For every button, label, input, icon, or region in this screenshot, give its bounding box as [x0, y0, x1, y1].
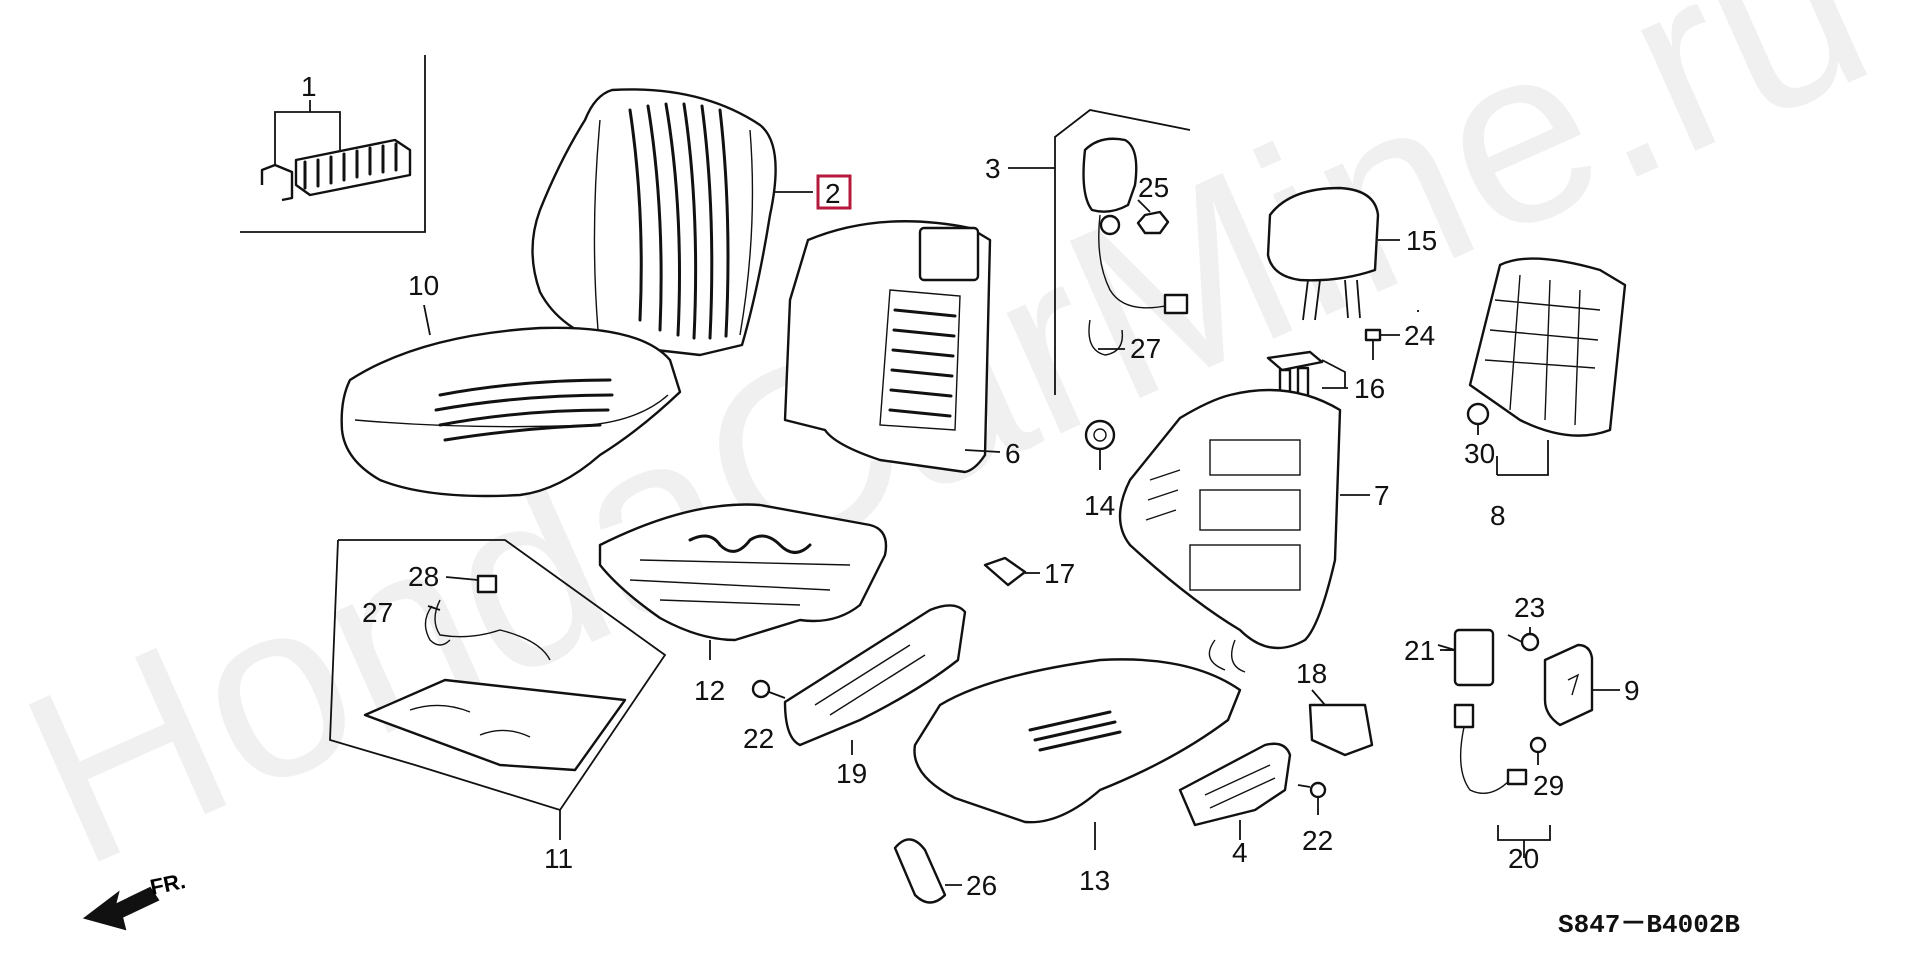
- callout-7: 7: [1374, 480, 1390, 511]
- part-7-back-pad: [1118, 388, 1370, 673]
- part-11-heater-mat: [329, 539, 667, 840]
- callout-23: 23: [1514, 592, 1545, 623]
- callout-19: 19: [836, 758, 867, 789]
- part-25-nut: [1136, 210, 1170, 235]
- part-18-bracket: [1308, 689, 1374, 757]
- part-14-knob: [1084, 419, 1116, 470]
- part-6-back-frame: [783, 220, 1001, 474]
- part-12-seat-frame: [598, 503, 888, 660]
- part-22-screw-b: [1297, 781, 1327, 815]
- callout-24: 24: [1404, 320, 1435, 351]
- part-28-connector: [476, 574, 498, 594]
- callout-29: 29: [1533, 770, 1564, 801]
- part-23-screw: [1507, 632, 1540, 652]
- callout-13: 13: [1079, 865, 1110, 896]
- part-17-clip: [983, 556, 1040, 587]
- part-19-recliner-cover: [783, 604, 967, 755]
- callout-9: 9: [1624, 675, 1640, 706]
- part-9-switch-cover: [1543, 643, 1620, 727]
- callout-27-b: 27: [1130, 333, 1161, 364]
- callout-8: 8: [1490, 500, 1506, 531]
- callout-2-highlight-box: [816, 174, 852, 210]
- callout-17: 17: [1044, 558, 1075, 589]
- callout-14: 14: [1084, 490, 1115, 521]
- part-4-recliner: [1178, 742, 1292, 840]
- callout-4: 4: [1232, 837, 1248, 868]
- part-30-clip: [1466, 402, 1490, 435]
- part-29-clip: [1529, 736, 1547, 754]
- callout-20: 20: [1508, 843, 1539, 874]
- callout-18: 18: [1296, 658, 1327, 689]
- leader-lines: [423, 191, 1456, 651]
- part-27-clip-a: [424, 605, 451, 646]
- part-13-cushion-pad: [913, 658, 1242, 850]
- callout-6: 6: [1005, 438, 1021, 469]
- callout-labels: 1 2 3 4 6 7 8 9 10 11 12 13 14 15 16 17 …: [301, 71, 1640, 901]
- part-16-headrest-guide: [1266, 350, 1348, 402]
- callout-25: 25: [1138, 172, 1169, 203]
- part-10-cushion-cover: [340, 326, 682, 498]
- callout-27-a: 27: [362, 597, 393, 628]
- callout-10: 10: [408, 270, 439, 301]
- callout-22-b: 22: [1302, 825, 1333, 856]
- part-1-clip-set: [240, 55, 426, 233]
- part-20-harness: [1453, 703, 1551, 858]
- callout-30: 30: [1464, 438, 1495, 469]
- callout-22-a: 22: [743, 723, 774, 754]
- callout-11: 11: [544, 843, 573, 874]
- callout-1: 1: [301, 71, 317, 102]
- diagram-code: S847－B4002B: [1558, 910, 1740, 940]
- part-26-band: [893, 838, 962, 904]
- callout-12: 12: [694, 675, 725, 706]
- part-22-screw-a: [751, 679, 786, 699]
- part-2-seat-back-cover: [531, 88, 777, 357]
- callout-2: 2: [825, 178, 841, 209]
- callout-15: 15: [1406, 225, 1437, 256]
- callout-26: 26: [966, 870, 997, 901]
- part-15-headrest: [1266, 186, 1400, 321]
- part-8-back-panel: [1468, 257, 1627, 476]
- callout-28: 28: [408, 561, 439, 592]
- part-3-airbag-module: [1008, 109, 1191, 395]
- callout-16: 16: [1354, 373, 1385, 404]
- front-direction-arrow: FR.: [82, 868, 188, 931]
- part-24-screw: [1364, 328, 1400, 360]
- callout-3: 3: [985, 153, 1001, 184]
- part-21-switch: [1440, 628, 1495, 687]
- callout-21: 21: [1404, 635, 1435, 666]
